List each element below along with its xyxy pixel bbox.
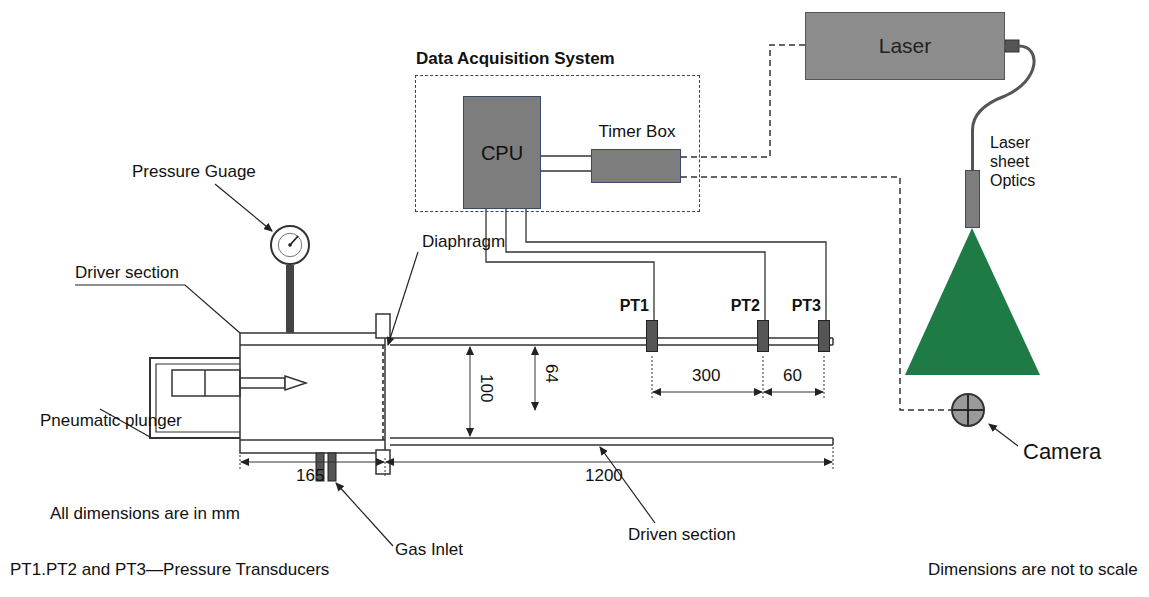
pressure-transducer: PT2 — [757, 320, 769, 352]
driven-section — [390, 437, 833, 439]
dimension-lines — [240, 455, 241, 470]
annotation-label: Diaphragm — [422, 232, 505, 252]
dimension-value: 64 — [541, 364, 561, 383]
annotation-label: Driver section — [75, 263, 179, 283]
laser-sheet — [905, 228, 1040, 375]
part-label: Pressure Guage — [132, 162, 256, 182]
driver-section — [240, 333, 385, 453]
annotation-label: Driven section — [628, 525, 736, 545]
signal-wire — [486, 209, 654, 320]
dimension-lines — [652, 356, 653, 400]
driven-section — [832, 338, 834, 345]
dimension-lines — [241, 462, 384, 463]
crosshair — [967, 395, 969, 425]
dimension-lines — [653, 392, 762, 393]
pressure-transducer: PT3 — [818, 320, 830, 352]
leader-lines — [388, 252, 418, 345]
timer-box: Timer Box — [591, 149, 681, 183]
part-label: Camera — [1023, 439, 1101, 465]
pressure-gauge: Pressure Guage — [270, 225, 310, 265]
laser-sheet — [905, 228, 1040, 375]
pressure-gauge-stem — [286, 265, 294, 333]
dimension-lines — [535, 347, 536, 410]
dimension-lines — [824, 356, 825, 400]
annotation-label: Dimensions are not to scale — [928, 560, 1138, 580]
driver-section — [240, 344, 385, 346]
signal-wire — [526, 209, 826, 320]
driven-section — [390, 338, 833, 445]
annotation-label: Pneumatic plunger — [40, 411, 182, 431]
symbol-detail — [272, 227, 308, 263]
leader-lines — [215, 184, 272, 231]
pneumatic-plunger — [240, 378, 285, 388]
dimension-lines — [763, 356, 764, 400]
transducer-label: PT3 — [792, 296, 821, 315]
dimension-lines — [833, 447, 834, 470]
gauge-hub — [288, 243, 292, 247]
sheet-optics: Laser sheet Optics — [965, 170, 980, 228]
gas-inlet — [328, 453, 336, 481]
pneumatic-plunger — [204, 370, 206, 396]
annotation-label: 60 — [783, 366, 802, 386]
annotation-label: All dimensions are in mm — [50, 504, 240, 524]
driver-section — [240, 333, 385, 453]
leader-lines — [989, 424, 1018, 446]
driver-section — [240, 439, 385, 441]
box-label: CPU — [481, 141, 523, 165]
part-label: Laser sheet Optics — [990, 133, 1048, 191]
flange — [376, 314, 390, 338]
dimension-lines — [386, 462, 832, 463]
group-heading: Data Acquisition System — [416, 49, 615, 69]
annotation-label: PT1.PT2 and PT3—Pressure Transducers — [10, 560, 329, 580]
trigger-signal-line — [681, 177, 951, 410]
camera-symbol: Camera — [951, 393, 985, 427]
diaphragm — [382, 345, 384, 440]
signal-wire — [541, 155, 591, 157]
cpu-box: CPU — [463, 96, 541, 209]
dimension-value: 100 — [476, 374, 496, 402]
annotation-label: 1200 — [585, 466, 623, 486]
box-label: Laser — [879, 33, 932, 58]
dimension-lines — [385, 456, 386, 476]
pressure-gauge-stem — [286, 265, 294, 333]
gauge-needle — [290, 236, 298, 245]
driven-section — [390, 444, 833, 446]
transducer-label: PT2 — [731, 296, 760, 315]
leader-lines — [75, 184, 1018, 546]
laser-box: Laser — [805, 12, 1005, 80]
pressure-transducer: PT1 — [646, 320, 658, 352]
leader-lines — [75, 285, 240, 333]
pneumatic-plunger — [285, 376, 306, 390]
box-label: Timer Box — [577, 122, 697, 142]
dimension-lines — [240, 347, 833, 476]
diaphragm — [383, 345, 384, 440]
driven-section — [832, 438, 834, 445]
annotation-label: 165 — [296, 466, 324, 486]
transducer-label: PT1 — [620, 296, 649, 315]
annotation-label: 300 — [692, 366, 720, 386]
flange — [376, 314, 390, 474]
dimension-lines — [470, 347, 471, 436]
gauge-dial — [278, 233, 301, 256]
dimension-lines — [764, 392, 823, 393]
pneumatic-plunger — [172, 370, 240, 396]
system-boundary: Data Acquisition SystemCPUTimer Box — [415, 75, 700, 212]
symbol-detail — [953, 395, 983, 425]
signal-wire — [541, 170, 591, 172]
annotation-label: Gas Inlet — [395, 540, 463, 560]
leader-lines — [336, 483, 393, 546]
signal-wire — [506, 209, 765, 320]
